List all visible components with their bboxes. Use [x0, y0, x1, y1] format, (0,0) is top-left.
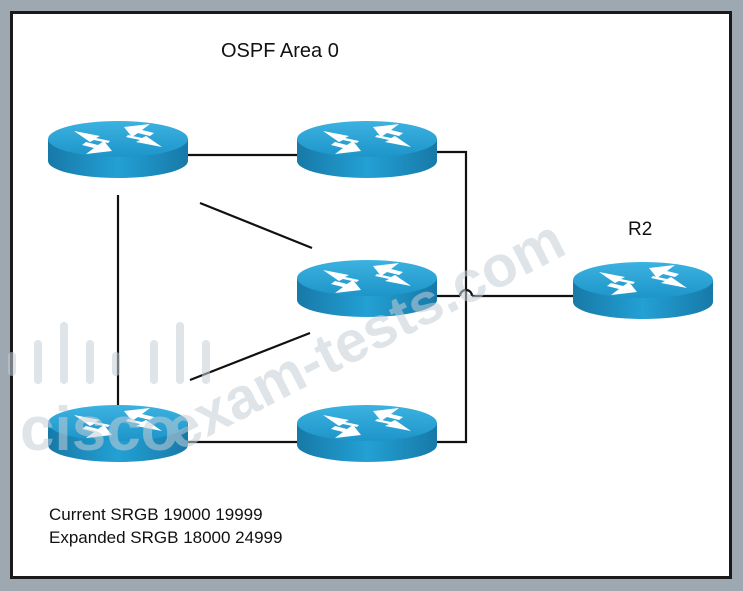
router-r2	[573, 262, 713, 319]
current-srgb-label: Current SRGB 19000 19999	[49, 505, 263, 524]
link-center-hop	[458, 288, 474, 297]
link-tm-trunk	[436, 150, 468, 444]
router-bottom-middle	[297, 405, 437, 462]
expanded-srgb-label: Expanded SRGB 18000 24999	[49, 528, 283, 547]
router-top-middle	[297, 121, 437, 178]
router-top-left	[48, 121, 188, 178]
r2-label: R2	[628, 219, 653, 240]
link-tl-center	[199, 201, 313, 250]
watermark-brand: cisco	[20, 395, 179, 464]
watermark: cisco exam-tests.com	[8, 207, 575, 464]
cisco-bars-icon	[8, 322, 210, 384]
area-title: OSPF Area 0	[221, 40, 339, 62]
